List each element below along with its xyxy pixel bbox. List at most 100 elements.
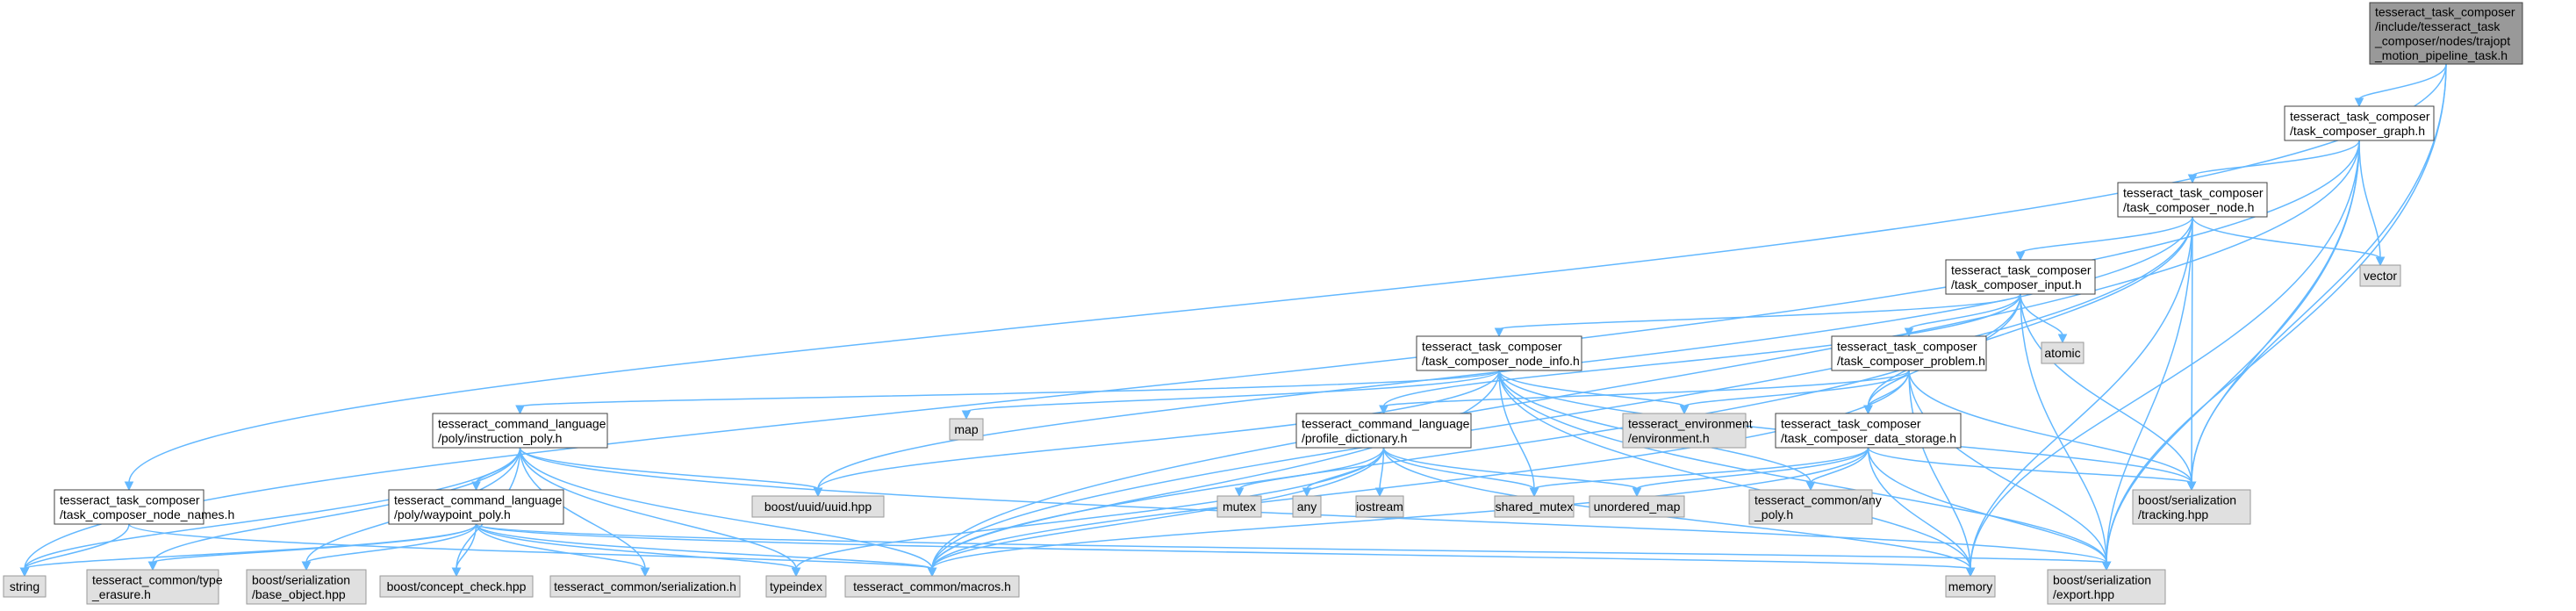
node-label-line: tesseract_common/macros.h [853,579,1011,593]
edge-problem-to-profile_dict [1379,370,1910,415]
node-label-line: /task_composer_graph.h [2290,124,2425,138]
node-label-line: vector [2364,269,2397,283]
node-map: map [949,418,984,441]
node-label-line: mutex [1223,500,1256,514]
node-label-line: boost/serialization [252,572,350,586]
node-label-line: /environment.h [1628,431,1710,445]
edge-waypoint_poly-to-concept_check [451,523,477,578]
edge-waypoint_poly-to-typeindex [475,523,801,578]
node-uuid: boost/uuid/uuid.hpp [751,495,885,518]
node-export: boost/serialization/export.hpp [2047,569,2166,605]
node-label-line: /task_composer_data_storage.h [1781,431,1956,445]
node-label-line: tesseract_common/serialization.h [554,579,736,593]
node-node[interactable]: tesseract_task_composer/task_composer_no… [2117,182,2268,218]
node-label-line: tesseract_common/type [92,572,223,586]
node-label-line: /task_composer_node_info.h [1422,354,1580,368]
node-label-line: /include/tesseract_task [2375,19,2501,33]
node-label-line: boost/serialization [2138,492,2236,507]
node-label-line: /task_composer_node.h [2123,200,2254,214]
node-label-line: tesseract_task_composer [60,492,200,507]
node-label-line: shared_mutex [1496,500,1574,514]
node-label-line: memory [1948,579,1993,593]
node-label-line: tesseract_task_composer [1422,339,1562,353]
node-label-line: /poly/instruction_poly.h [438,431,562,445]
node-label-line: tesseract_task_composer [1837,339,1977,353]
node-label-line: /poly/waypoint_poly.h [394,507,511,521]
node-waypoint-poly[interactable]: tesseract_command_language/poly/waypoint… [388,489,564,525]
node-profile-dict[interactable]: tesseract_command_language/profile_dicti… [1295,413,1472,449]
node-label-line: tesseract_task_composer [1951,262,2092,277]
edge-data_storage-to-any_poly [1805,447,1869,492]
edge-waypoint_poly-to-export [475,523,2112,571]
node-tracking: boost/serialization/tracking.hpp [2132,489,2251,525]
edge-node_info-to-instr_poly [515,370,1500,415]
node-label-line: tesseract_common/any [1754,492,1882,507]
node-label-line: unordered_map [1594,500,1681,514]
node-vector: vector [2359,264,2401,287]
node-label-line: iostream [1356,500,1403,514]
node-graph[interactable]: tesseract_task_composer/task_composer_gr… [2284,105,2435,141]
node-label-line: _composer/nodes/trajopt [2374,33,2510,47]
node-label-line: boost/uuid/uuid.hpp [764,500,872,514]
node-label-line: /task_composer_node_names.h [60,507,234,521]
node-label-line: /export.hpp [2053,587,2114,601]
node-label-line: /tracking.hpp [2138,507,2208,521]
edge-node_info-to-map [961,370,1500,421]
node-label-line: tesseract_command_language [1302,416,1470,430]
edge-data_storage-to-tracking [1867,447,2197,492]
edge-data_storage-to-shared_mutex [1529,447,1869,498]
node-iostream: iostream [1355,495,1404,518]
edge-waypoint_poly-to-macros [475,523,937,578]
node-node-info[interactable]: tesseract_task_composer/task_composer_no… [1416,335,1582,371]
node-label-line: tesseract_environment [1628,416,1753,430]
edge-profile_dict-to-iostream [1374,447,1385,498]
node-label-line: atomic [2044,346,2080,360]
node-type-erasure: tesseract_common/type_erasure.h [86,569,223,605]
node-label-line: string [10,579,39,593]
edge-problem-to-env [1679,370,1910,415]
edge-waypoint_poly-to-base_object [301,523,477,571]
node-concept-check: boost/concept_check.hpp [379,575,534,598]
edges [19,63,2447,578]
node-label-line: boost/serialization [2053,572,2151,586]
node-input[interactable]: tesseract_task_composer/task_composer_in… [1945,259,2096,295]
edge-input-to-node_info [1494,293,2021,338]
edge-node-to-vector [2192,216,2386,267]
node-shared-mutex: shared_mutex [1494,495,1575,518]
node-node-names[interactable]: tesseract_task_composer/task_composer_no… [54,489,234,525]
node-label-line: boost/concept_check.hpp [387,579,527,593]
edge-root-to-graph [2354,63,2447,108]
edge-node_names-to-macros [128,523,937,578]
node-label-line: tesseract_command_language [438,416,606,430]
node-label-line: tesseract_task_composer [2123,185,2264,199]
node-label-line: any [1297,500,1317,514]
node-problem[interactable]: tesseract_task_composer/task_composer_pr… [1831,335,1987,371]
node-any-poly: tesseract_common/any_poly.h [1748,489,1882,525]
node-label-line: /profile_dictionary.h [1302,431,1407,445]
edge-waypoint_poly-to-memory [475,523,1976,578]
node-label-line: /task_composer_input.h [1951,277,2082,291]
node-label-line: tesseract_command_language [394,492,563,507]
edge-profile_dict-to-unordered_map [1382,447,1642,498]
edge-root-to-node_names [124,63,2447,492]
node-mutex: mutex [1216,495,1262,518]
edge-node-to-input [2015,216,2193,262]
node-atomic: atomic [2041,341,2084,364]
node-label-line: /base_object.hpp [252,587,346,601]
edge-graph-to-node [2187,140,2360,184]
node-any: any [1292,495,1322,518]
node-instr-poly[interactable]: tesseract_command_language/poly/instruct… [432,413,608,449]
node-memory: memory [1945,575,1996,598]
node-label-line: tesseract_task_composer [1781,416,1921,430]
edge-waypoint_poly-to-common_serial [475,523,650,578]
node-unordered-map: unordered_map [1589,495,1685,518]
node-data-storage[interactable]: tesseract_task_composer/task_composer_da… [1775,413,1962,449]
node-typeindex: typeindex [765,575,827,598]
edge-profile_dict-to-mutex [1234,447,1385,498]
edge-input-to-problem [1904,293,2021,338]
node-label-line: tesseract_task_composer [2375,4,2515,18]
nodes: tesseract_task_composer/include/tesserac… [3,2,2523,605]
node-root[interactable]: tesseract_task_composer/include/tesserac… [2369,2,2523,65]
node-env: tesseract_environment/environment.h [1622,413,1753,449]
